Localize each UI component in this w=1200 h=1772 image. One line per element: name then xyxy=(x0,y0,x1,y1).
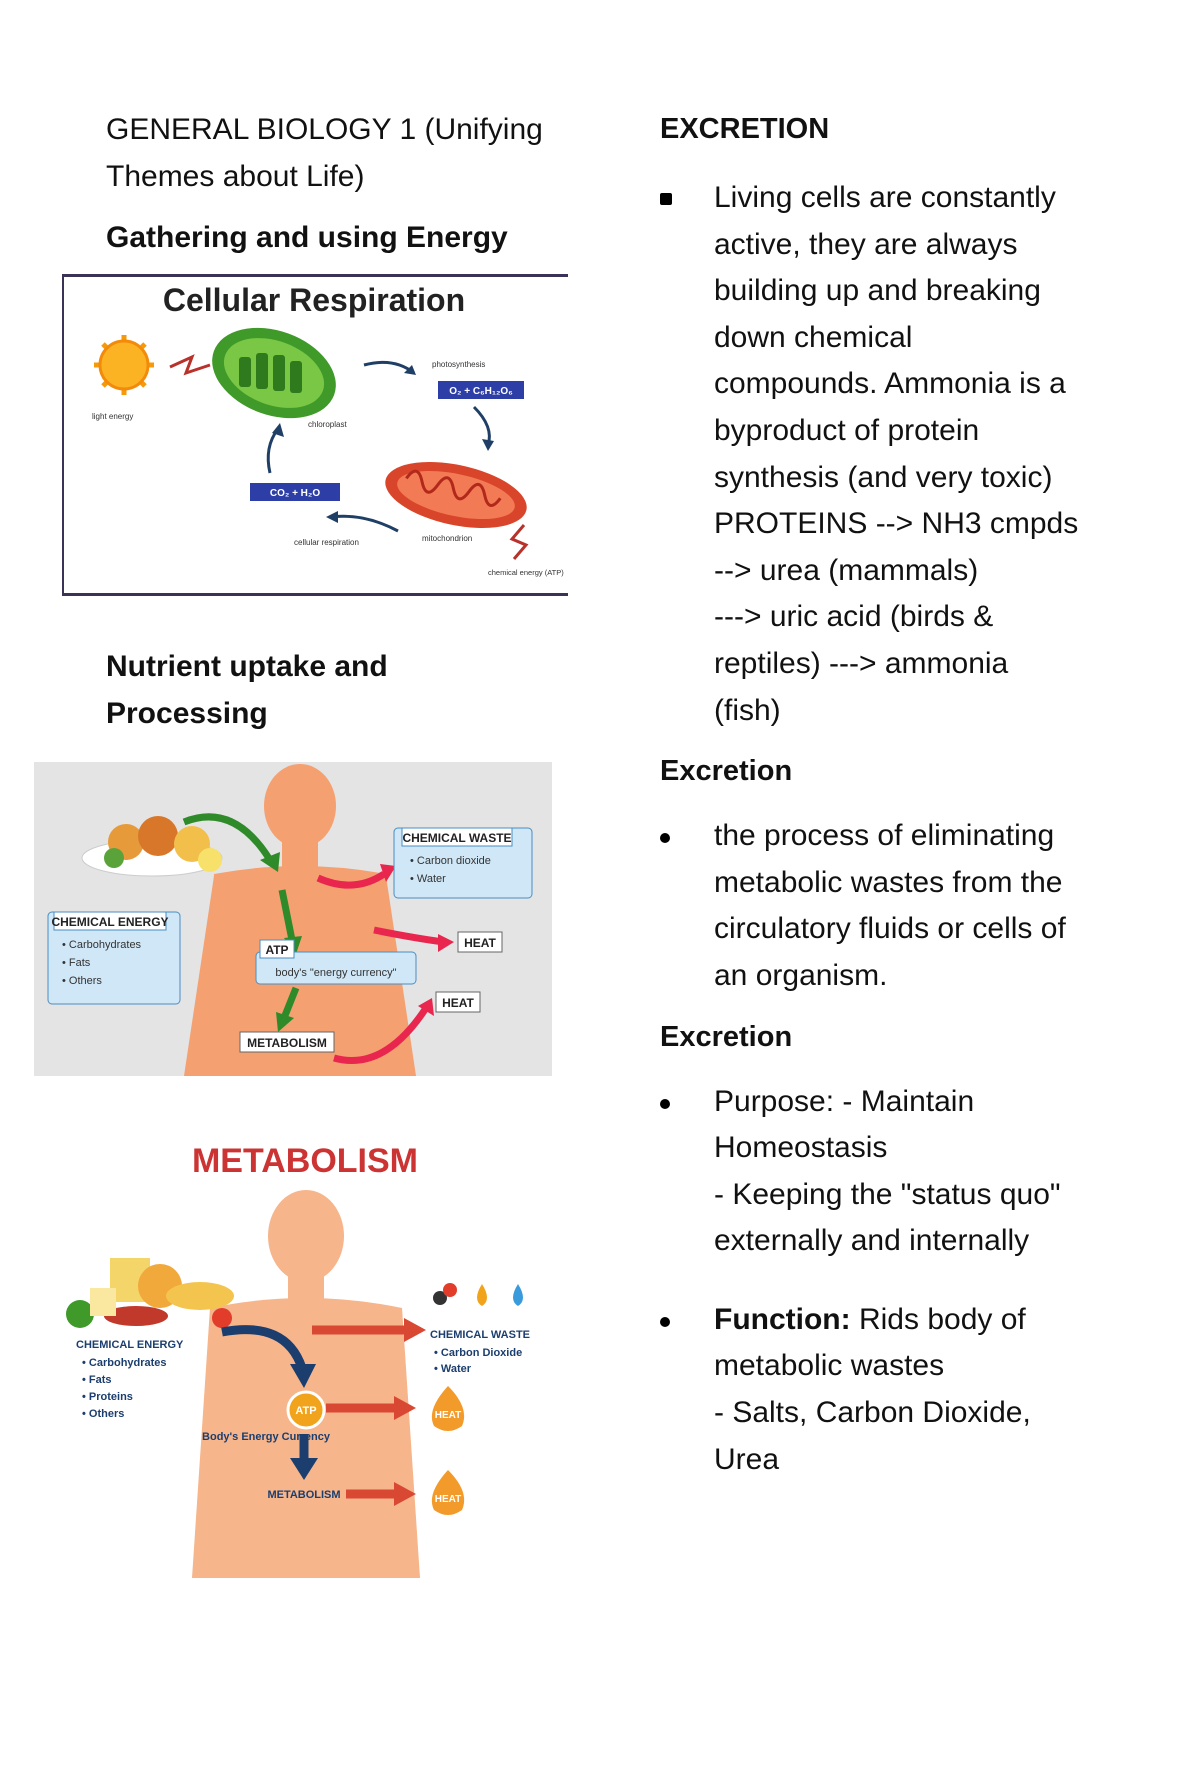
svg-text:HEAT: HEAT xyxy=(435,1494,461,1505)
arrow-icon xyxy=(182,813,273,862)
list-item: Function: Rids body of metabolic wastes … xyxy=(660,1297,1110,1483)
excretion-bullets-3: Purpose: - Maintain Homeostasis - Keepin… xyxy=(660,1079,1110,1484)
heat-label xyxy=(435,991,481,1013)
mitochondrion-icon xyxy=(385,462,527,528)
svg-text:• Carbon dioxide: • Carbon dioxide xyxy=(410,855,491,867)
svg-text:HEAT: HEAT xyxy=(464,936,496,950)
heading-gathering-energy: Gathering and using Energy xyxy=(106,221,508,254)
arrow-icon xyxy=(331,514,399,533)
atp-callout xyxy=(255,951,417,985)
svg-text:chloroplast: chloroplast xyxy=(308,420,347,429)
list-item: Living cells are constantly active, they… xyxy=(660,175,1110,734)
bullet-icon xyxy=(660,1316,670,1327)
svg-text:mitochondrion: mitochondrion xyxy=(422,534,472,543)
heat-label xyxy=(457,931,503,953)
right-column: EXCRETION Living cells are constantly ac… xyxy=(660,106,1110,1483)
left-column: GENERAL BIOLOGY 1 (Unifying Themes about… xyxy=(106,106,576,261)
svg-text:photosynthesis: photosynthesis xyxy=(432,360,485,369)
chloroplast-icon xyxy=(212,327,336,419)
figure-title: METABOLISM xyxy=(192,1142,418,1180)
excretion-bullets-2: the process of eliminating metabolic was… xyxy=(660,813,1110,999)
metabolism-figure: METABOLISM CHEMICAL ENERGY • Carbohydrat… xyxy=(50,1118,560,1578)
svg-text:• Others: • Others xyxy=(82,1408,124,1420)
metabolism-label xyxy=(239,1031,335,1053)
food-icon xyxy=(66,1258,234,1328)
svg-text:METABOLISM: METABOLISM xyxy=(247,1036,327,1050)
heading-nutrient-uptake: Nutrient uptake and Processing xyxy=(106,650,388,730)
co2-label-box xyxy=(250,483,340,501)
food-icon xyxy=(81,816,223,877)
heading-excretion-caps: EXCRETION xyxy=(660,113,830,145)
arrow-icon xyxy=(472,405,491,446)
excretion-bullets-1: Living cells are constantly active, they… xyxy=(660,175,1110,734)
arrow-icon xyxy=(280,986,300,1020)
arrow-icon xyxy=(333,1006,429,1065)
list-item: Purpose: - Maintain Homeostasis - Keepin… xyxy=(660,1079,1110,1265)
glucose-label-box xyxy=(438,381,524,399)
svg-text:CHEMICAL WASTE: CHEMICAL WASTE xyxy=(430,1329,530,1341)
arrow-icon xyxy=(266,428,280,474)
svg-text:light energy: light energy xyxy=(92,412,133,421)
bullet-icon xyxy=(660,833,670,844)
svg-text:cellular respiration: cellular respiration xyxy=(294,538,359,547)
svg-text:• Fats: • Fats xyxy=(62,957,91,969)
svg-text:chemical energy (ATP): chemical energy (ATP) xyxy=(488,568,564,577)
svg-text:ATP: ATP xyxy=(295,1405,316,1417)
svg-text:CHEMICAL ENERGY: CHEMICAL ENERGY xyxy=(51,915,168,929)
svg-text:• Fats: • Fats xyxy=(82,1374,112,1386)
svg-text:O₂ + C₆H₁₂O₆: O₂ + C₆H₁₂O₆ xyxy=(449,386,513,397)
arrow-icon xyxy=(316,871,386,889)
svg-text:• Carbohydrates: • Carbohydrates xyxy=(62,939,142,951)
bullet-icon xyxy=(660,193,672,205)
svg-text:• Water: • Water xyxy=(410,873,446,885)
svg-text:CO₂ + H₂O: CO₂ + H₂O xyxy=(270,488,321,499)
figure-title: Cellular Respiration xyxy=(163,282,465,318)
bullet-icon xyxy=(660,1098,670,1109)
svg-text:body's "energy currency": body's "energy currency" xyxy=(275,967,396,979)
heading-excretion-2: Excretion xyxy=(660,755,793,788)
heat-flame-icon xyxy=(431,1470,465,1515)
molecule-icons xyxy=(433,1283,523,1306)
svg-text:• Others: • Others xyxy=(62,975,102,987)
nutrient-uptake-figure: CHEMICAL WASTE • Carbon dioxide • Water … xyxy=(34,762,552,1076)
list-item: the process of eliminating metabolic was… xyxy=(660,813,1110,999)
svg-text:ATP: ATP xyxy=(265,943,288,957)
svg-text:CHEMICAL ENERGY: CHEMICAL ENERGY xyxy=(76,1339,184,1351)
svg-text:• Carbohydrates: • Carbohydrates xyxy=(82,1357,167,1369)
heading-excretion-3: Excretion xyxy=(660,1020,793,1053)
atp-icon xyxy=(286,1390,326,1430)
svg-text:Body's Energy Currency: Body's Energy Currency xyxy=(202,1431,331,1443)
sun-icon xyxy=(94,335,154,395)
heat-flame-icon xyxy=(431,1386,465,1431)
svg-text:CHEMICAL WASTE: CHEMICAL WASTE xyxy=(402,831,511,845)
energy-arrow-icon xyxy=(169,354,211,376)
arrow-icon xyxy=(221,1325,307,1370)
function-label: Function: xyxy=(714,1302,851,1336)
svg-text:• Proteins: • Proteins xyxy=(82,1391,133,1403)
document-title: GENERAL BIOLOGY 1 (Unifying Themes about… xyxy=(106,113,543,193)
arrow-icon xyxy=(278,889,296,941)
svg-text:HEAT: HEAT xyxy=(435,1410,461,1421)
cellular-respiration-figure: Cellular Respiration light energy chloro… xyxy=(62,274,568,596)
svg-text:HEAT: HEAT xyxy=(442,996,474,1010)
svg-text:• Water: • Water xyxy=(434,1363,472,1375)
energy-arrow-icon xyxy=(509,524,529,560)
svg-text:• Carbon Dioxide: • Carbon Dioxide xyxy=(434,1347,522,1359)
svg-text:METABOLISM: METABOLISM xyxy=(267,1489,340,1501)
human-body-silhouette xyxy=(184,764,416,1076)
